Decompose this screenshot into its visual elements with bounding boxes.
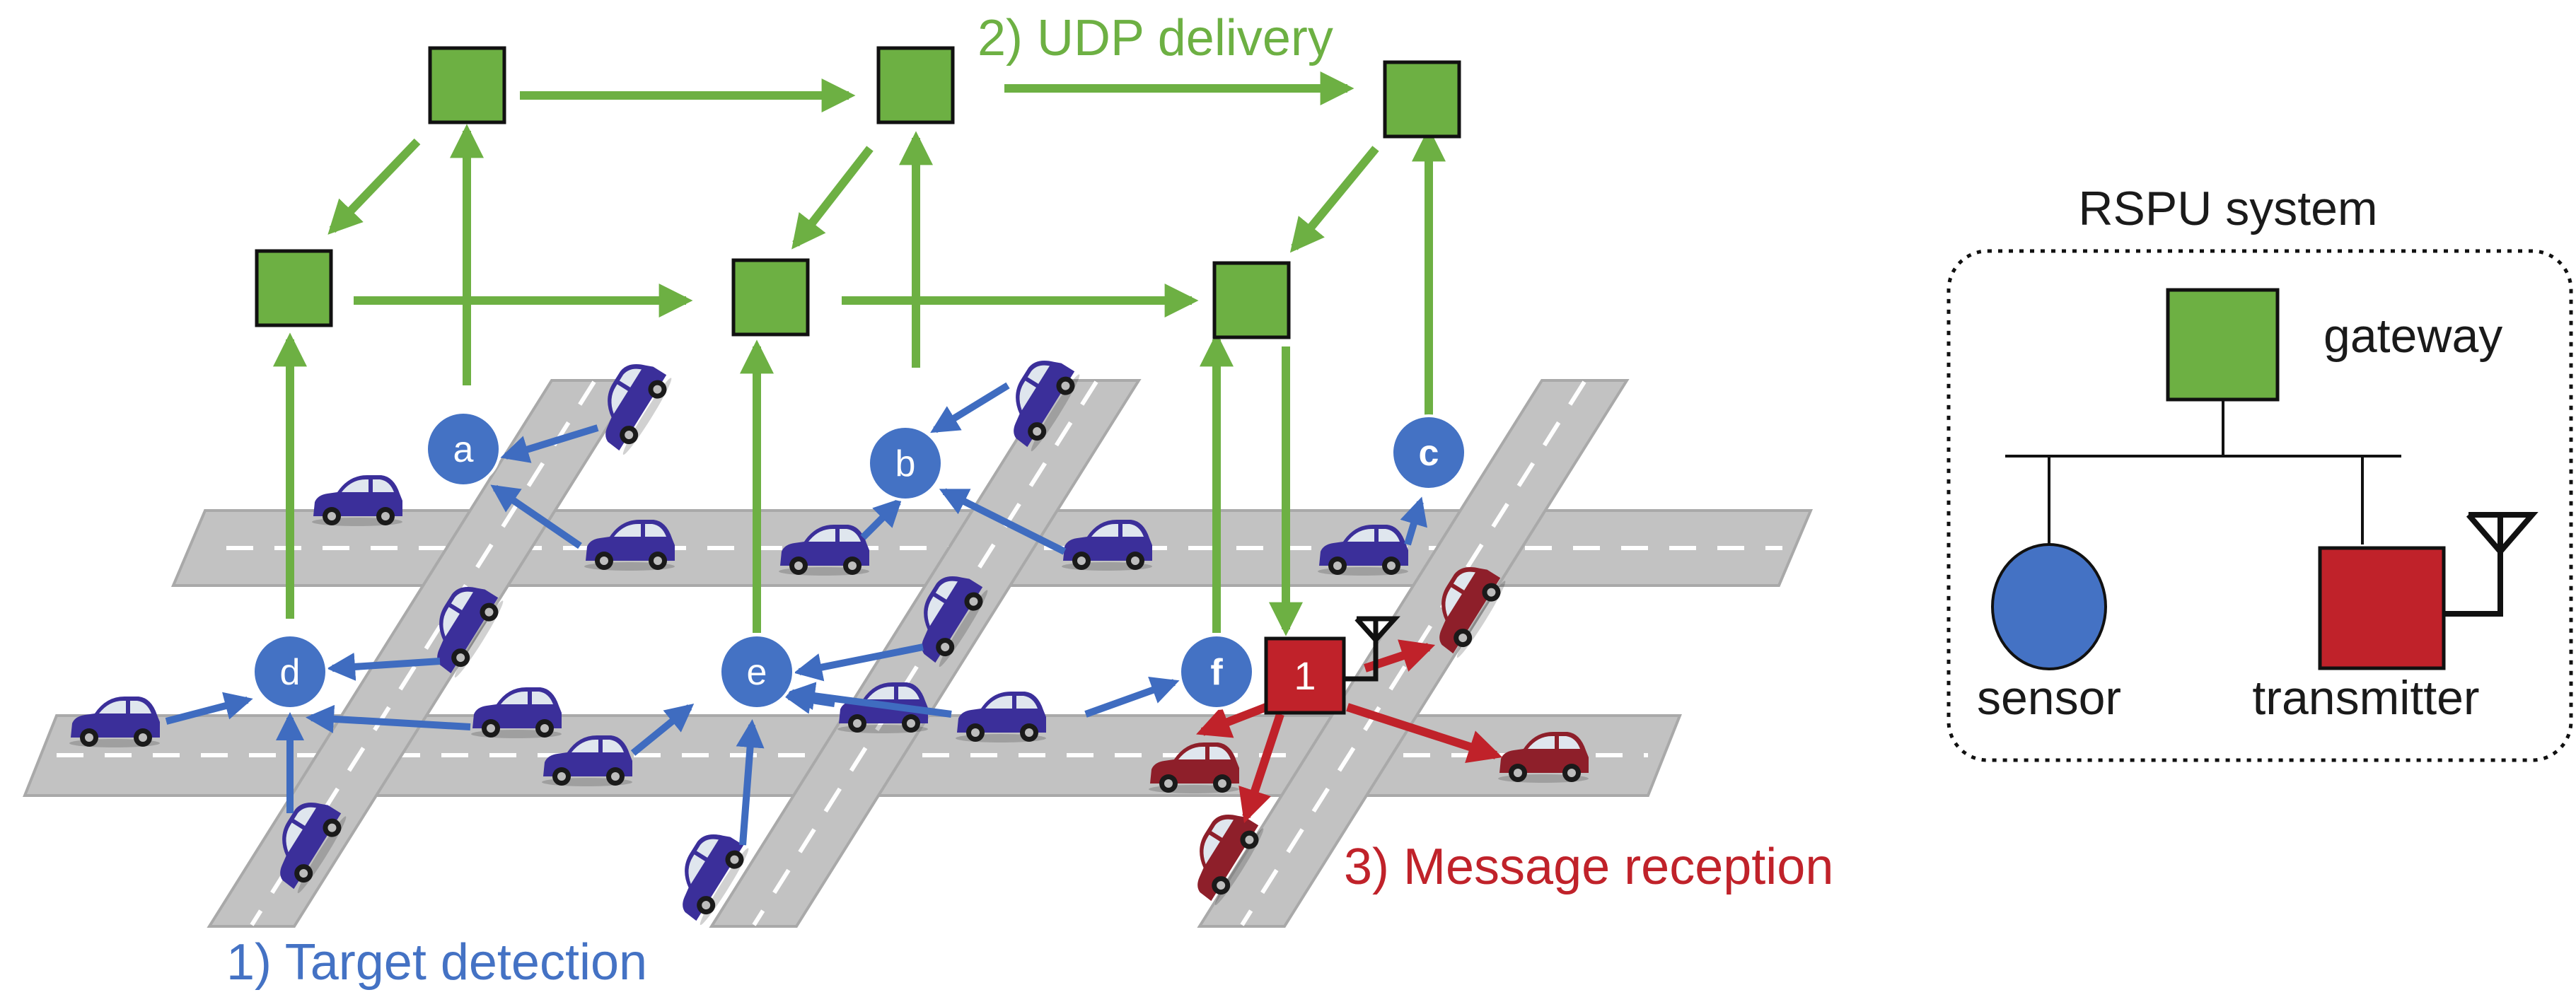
legend-bus [2005, 400, 2401, 544]
transmitter-1: 1 [1264, 616, 1400, 715]
gateway-node [1212, 261, 1291, 339]
sensor-label: a [453, 429, 474, 470]
car-icon [69, 697, 160, 747]
legend-frame [1946, 249, 2573, 762]
sensor-label: e [747, 652, 767, 693]
sensor-label: c [1419, 433, 1439, 474]
legend-title: RSPU system [2078, 182, 2377, 235]
antenna-icon [1344, 616, 1400, 682]
sensor-d: d [252, 634, 328, 710]
legend-sensor-label: sensor [1977, 671, 2121, 725]
car-icon [471, 687, 562, 738]
sensor-label: b [895, 443, 916, 484]
sensor-b: b [867, 425, 944, 501]
legend-sensor-icon [1991, 543, 2107, 670]
antenna-icon [2444, 512, 2539, 617]
legend-transmitter-label: transmitter [2252, 671, 2479, 725]
gateways [255, 46, 1461, 339]
legend: RSPU system gateway sensor transmitter [1946, 182, 2573, 762]
car-icon [312, 475, 402, 526]
legend-transmitter-icon [2318, 546, 2446, 670]
sensors: a b c d e f [252, 411, 1467, 710]
sensor-f: f [1178, 634, 1255, 710]
gateway-node [428, 46, 506, 124]
gateway-node [1383, 60, 1461, 139]
gateway-node [255, 249, 333, 327]
udp-delivery-label: 2) UDP delivery [977, 10, 1333, 66]
sensor-a: a [425, 411, 501, 487]
legend-gateway-icon [2166, 288, 2280, 402]
detection-arrows [165, 382, 1427, 846]
legend-gateway-label: gateway [2323, 309, 2502, 363]
gateway-node [876, 46, 955, 124]
sensor-label: d [280, 652, 301, 693]
udp-arrows [273, 71, 1446, 636]
message-reception-label: 3) Message reception [1344, 839, 1833, 895]
transmitter-label: 1 [1294, 653, 1316, 698]
sensor-label: f [1210, 652, 1223, 693]
sensor-c: c [1391, 414, 1467, 491]
car-icon [956, 692, 1046, 742]
sensor-e: e [719, 634, 795, 710]
target-detection-label: 1) Target detection [226, 934, 647, 991]
gateway-node [731, 258, 810, 337]
